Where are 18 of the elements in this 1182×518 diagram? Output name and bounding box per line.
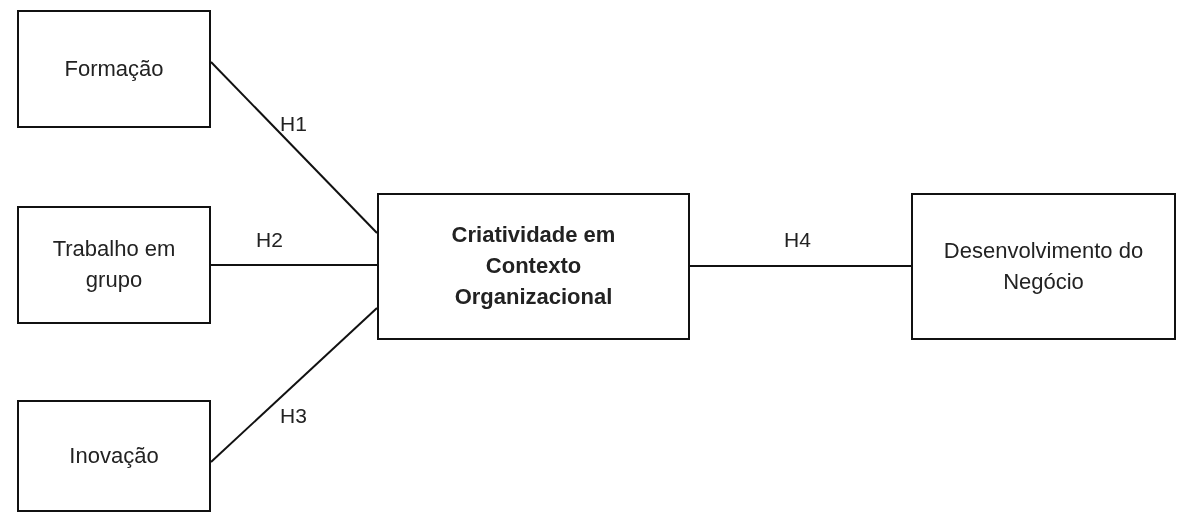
edge-label: H4: [784, 228, 811, 252]
concept-label: Inovação: [69, 441, 159, 470]
concept-label: Desenvolvimento do Negócio: [942, 236, 1145, 296]
concept-label: Criatividade em Contexto Organizacional: [450, 221, 617, 311]
connector-line: [210, 61, 378, 234]
concept-box: [17, 10, 211, 128]
concept-box: [377, 193, 690, 340]
concept-box: [17, 400, 211, 512]
concept-box: [17, 206, 211, 324]
connector-line: [689, 265, 912, 267]
edge-label: H2: [256, 228, 283, 252]
concept-label: Formação: [64, 54, 164, 83]
concept-box: [911, 193, 1176, 340]
edge-label: H1: [280, 112, 307, 136]
connector-line: [210, 264, 378, 266]
connector-line: [210, 307, 378, 463]
concept-label: Trabalho em grupo: [51, 235, 177, 294]
edge-label: H3: [280, 404, 307, 428]
